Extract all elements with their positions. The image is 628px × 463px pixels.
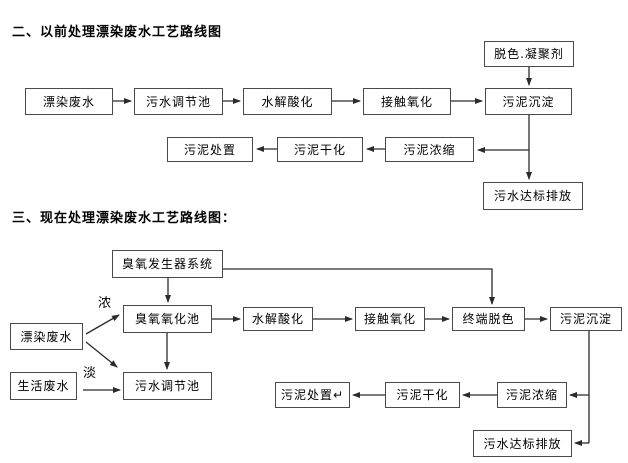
node-prev-decolor-agent: 脱色.凝聚剂: [484, 41, 574, 67]
edge-label-concentrated: 浓: [98, 296, 112, 311]
node-curr-ozone-generator: 臭氧发生器系统: [112, 250, 223, 278]
node-prev-hydrolysis-acidification: 水解酸化: [243, 88, 332, 115]
node-curr-sludge-thickening: 污泥浓缩: [497, 382, 567, 408]
node-curr-regulating-tank: 污水调节池: [123, 372, 212, 400]
node-curr-terminal-decolorization: 终端脱色: [452, 307, 525, 331]
node-prev-sludge-thickening: 污泥浓缩: [385, 137, 474, 162]
node-prev-sludge-drying: 污泥干化: [277, 137, 363, 162]
node-curr-domestic-wastewater: 生活废水: [10, 372, 77, 400]
node-prev-contact-oxidation: 接触氧化: [363, 88, 451, 115]
node-prev-sludge-disposal: 污泥处置: [167, 137, 253, 162]
node-curr-sludge-disposal: 污泥处置↵: [275, 382, 350, 408]
node-curr-dye-wastewater: 漂染废水: [10, 323, 83, 350]
node-curr-sludge-drying: 污泥干化: [385, 382, 460, 408]
node-prev-regulating-tank: 污水调节池: [134, 88, 223, 115]
node-prev-dye-wastewater: 漂染废水: [25, 88, 113, 115]
node-curr-sludge-sedimentation: 污泥沉淀: [550, 307, 622, 331]
node-curr-discharge: 污水达标排放: [473, 430, 572, 457]
node-prev-sludge-sedimentation: 污泥沉淀: [485, 88, 572, 115]
node-curr-contact-oxidation: 接触氧化: [355, 307, 425, 331]
node-curr-hydrolysis-acidification: 水解酸化: [243, 307, 313, 331]
section-title-current-process: 三、现在处理漂染废水工艺路线图：: [12, 211, 237, 226]
edge-label-dilute: 淡: [83, 366, 97, 381]
node-curr-ozone-oxidation-tank: 臭氧氧化池: [123, 305, 212, 333]
section-title-previous-process: 二、以前处理漂染废水工艺路线图: [12, 25, 223, 40]
node-prev-discharge: 污水达标排放: [483, 182, 583, 210]
